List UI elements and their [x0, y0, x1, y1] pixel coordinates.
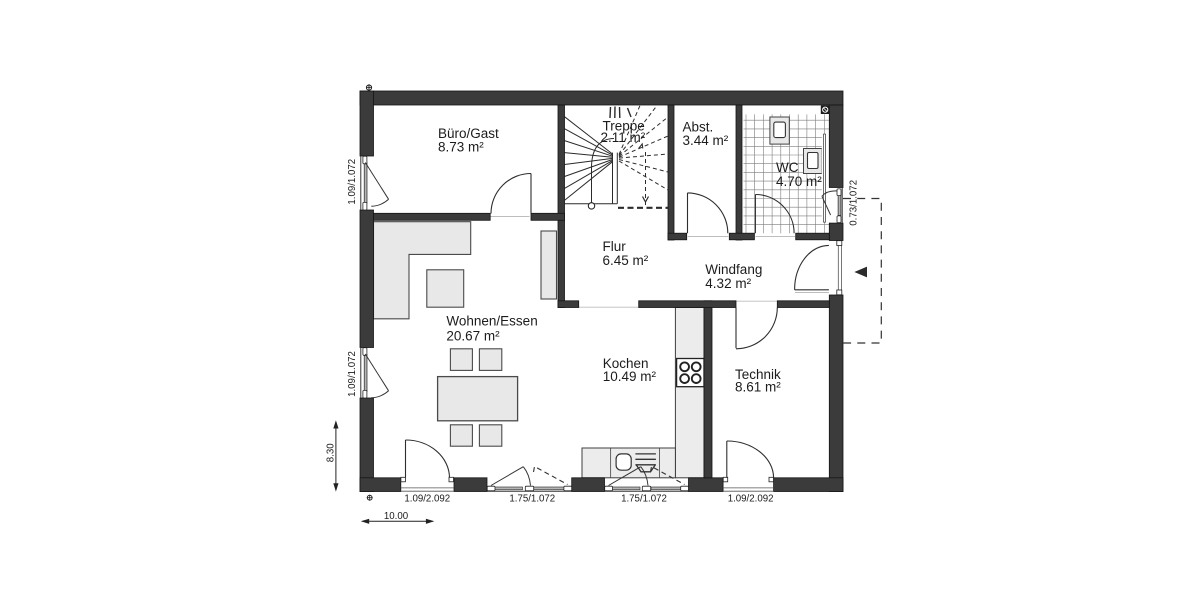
- svg-text:8.61 m²: 8.61 m²: [735, 380, 781, 395]
- svg-text:20.67 m²: 20.67 m²: [446, 329, 500, 344]
- svg-text:Kochen: Kochen: [603, 356, 649, 371]
- svg-text:6.45 m²: 6.45 m²: [603, 253, 649, 268]
- svg-text:3.44 m²: 3.44 m²: [683, 133, 729, 148]
- svg-text:WC: WC: [776, 160, 799, 175]
- svg-text:Büro/Gast: Büro/Gast: [438, 126, 499, 141]
- svg-text:8.30: 8.30: [325, 443, 336, 462]
- svg-text:Wohnen/Essen: Wohnen/Essen: [446, 314, 537, 329]
- svg-text:Abst.: Abst.: [683, 120, 714, 135]
- svg-text:1.75/1.072: 1.75/1.072: [621, 494, 667, 505]
- svg-text:10.49 m²: 10.49 m²: [603, 369, 657, 384]
- svg-text:Treppe: Treppe: [603, 119, 645, 134]
- svg-text:2.11 m²: 2.11 m²: [601, 130, 646, 145]
- svg-text:1.09/1.072: 1.09/1.072: [347, 351, 358, 397]
- svg-text:Flur: Flur: [603, 239, 627, 254]
- svg-text:1.09/2.092: 1.09/2.092: [728, 494, 774, 505]
- svg-text:1.09/1.072: 1.09/1.072: [347, 159, 358, 205]
- svg-text:1.09/2.092: 1.09/2.092: [404, 494, 450, 505]
- svg-text:Technik: Technik: [735, 367, 781, 382]
- svg-text:4.70 m²: 4.70 m²: [776, 174, 822, 189]
- svg-text:1.75/1.072: 1.75/1.072: [509, 494, 555, 505]
- svg-text:10.00: 10.00: [384, 511, 409, 522]
- svg-text:0.73/1.072: 0.73/1.072: [849, 180, 860, 226]
- svg-text:8.73 m²: 8.73 m²: [438, 140, 484, 155]
- svg-text:Windfang: Windfang: [705, 262, 762, 277]
- svg-text:4.32 m²: 4.32 m²: [705, 276, 751, 291]
